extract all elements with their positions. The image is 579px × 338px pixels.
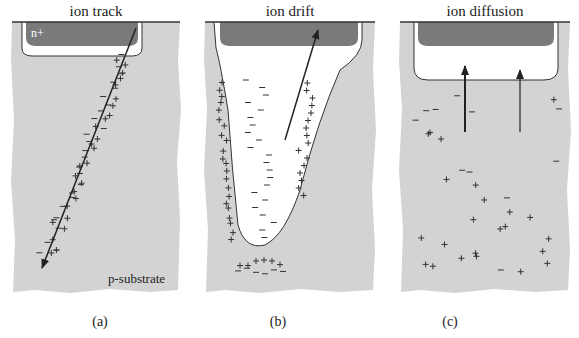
n-plus-region bbox=[26, 22, 138, 46]
surface bbox=[12, 21, 180, 23]
depletion-region bbox=[22, 22, 142, 56]
substrate bbox=[11, 22, 181, 293]
ion-track-arrow bbox=[42, 28, 136, 268]
panel-title: ion diffusion bbox=[447, 4, 524, 19]
panel-title: ion drift bbox=[266, 4, 315, 19]
depletion-region bbox=[414, 22, 558, 80]
diffusion-arrow bbox=[519, 70, 520, 132]
substrate bbox=[204, 22, 376, 293]
panel-caption: (b) bbox=[270, 315, 286, 329]
n-plus-region bbox=[418, 22, 554, 46]
drift-arrow bbox=[285, 30, 318, 140]
charges bbox=[36, 54, 562, 274]
panel-title: ion track bbox=[70, 4, 123, 19]
substrate bbox=[399, 22, 571, 293]
n-plus-region bbox=[220, 22, 358, 46]
diffusion-arrow bbox=[464, 66, 466, 132]
panel-caption: (c) bbox=[442, 315, 458, 329]
surface bbox=[205, 21, 375, 23]
region-label: n+ bbox=[31, 27, 44, 39]
panel-caption: (a) bbox=[92, 315, 108, 329]
region-label: p-substrate bbox=[108, 272, 165, 285]
surface bbox=[400, 21, 570, 23]
depletion-region bbox=[214, 22, 362, 246]
